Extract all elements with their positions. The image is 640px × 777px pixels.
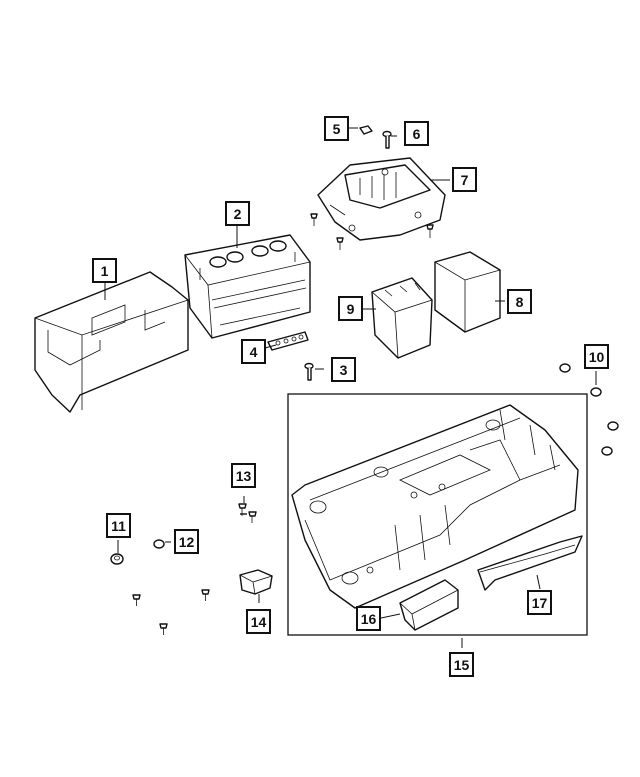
callout-12[interactable]: 12: [174, 529, 199, 554]
callout-5[interactable]: 5: [324, 116, 349, 141]
part-12-nut[interactable]: [153, 539, 165, 549]
callout-6[interactable]: 6: [404, 121, 429, 146]
part-17-shield[interactable]: [477, 535, 583, 591]
part-3-bolt[interactable]: [304, 362, 314, 381]
callout-16[interactable]: 16: [356, 606, 381, 631]
callout-3[interactable]: 3: [331, 357, 356, 382]
callout-15[interactable]: 15: [449, 652, 474, 677]
callout-7[interactable]: 7: [452, 167, 477, 192]
callout-2[interactable]: 2: [225, 201, 250, 226]
callout-11[interactable]: 11: [106, 513, 131, 538]
part-14-sensor[interactable]: [239, 569, 273, 595]
loose-fasteners: [132, 589, 210, 635]
leader-lines: [104, 127, 597, 648]
callout-8[interactable]: 8: [507, 289, 532, 314]
callout-13[interactable]: 13: [231, 463, 256, 488]
part-15-group-frame: [287, 393, 588, 636]
part-15-battery-tray[interactable]: [291, 404, 579, 609]
part-4-terminal-block[interactable]: [267, 331, 309, 351]
part-1-battery-insulator[interactable]: [34, 271, 189, 413]
part-6-stud[interactable]: [382, 130, 392, 149]
callout-4[interactable]: 4: [241, 339, 266, 364]
callout-9[interactable]: 9: [338, 296, 363, 321]
part-8-battery-box[interactable]: [434, 251, 501, 333]
part-11-clip[interactable]: [110, 553, 124, 565]
part-13-screws[interactable]: [238, 503, 257, 523]
callout-14[interactable]: 14: [246, 609, 271, 634]
part-16-tray-cover[interactable]: [399, 579, 459, 631]
part-7-screws: [310, 213, 434, 250]
callout-1[interactable]: 1: [92, 258, 117, 283]
part-10-washers[interactable]: [559, 363, 619, 456]
callout-17[interactable]: 17: [527, 590, 552, 615]
callout-10[interactable]: 10: [584, 344, 609, 369]
part-5-nut[interactable]: [359, 125, 373, 135]
part-7-module-bracket[interactable]: [317, 157, 446, 241]
part-2-battery[interactable]: [184, 234, 311, 339]
part-9-auxiliary-battery[interactable]: [371, 277, 433, 359]
